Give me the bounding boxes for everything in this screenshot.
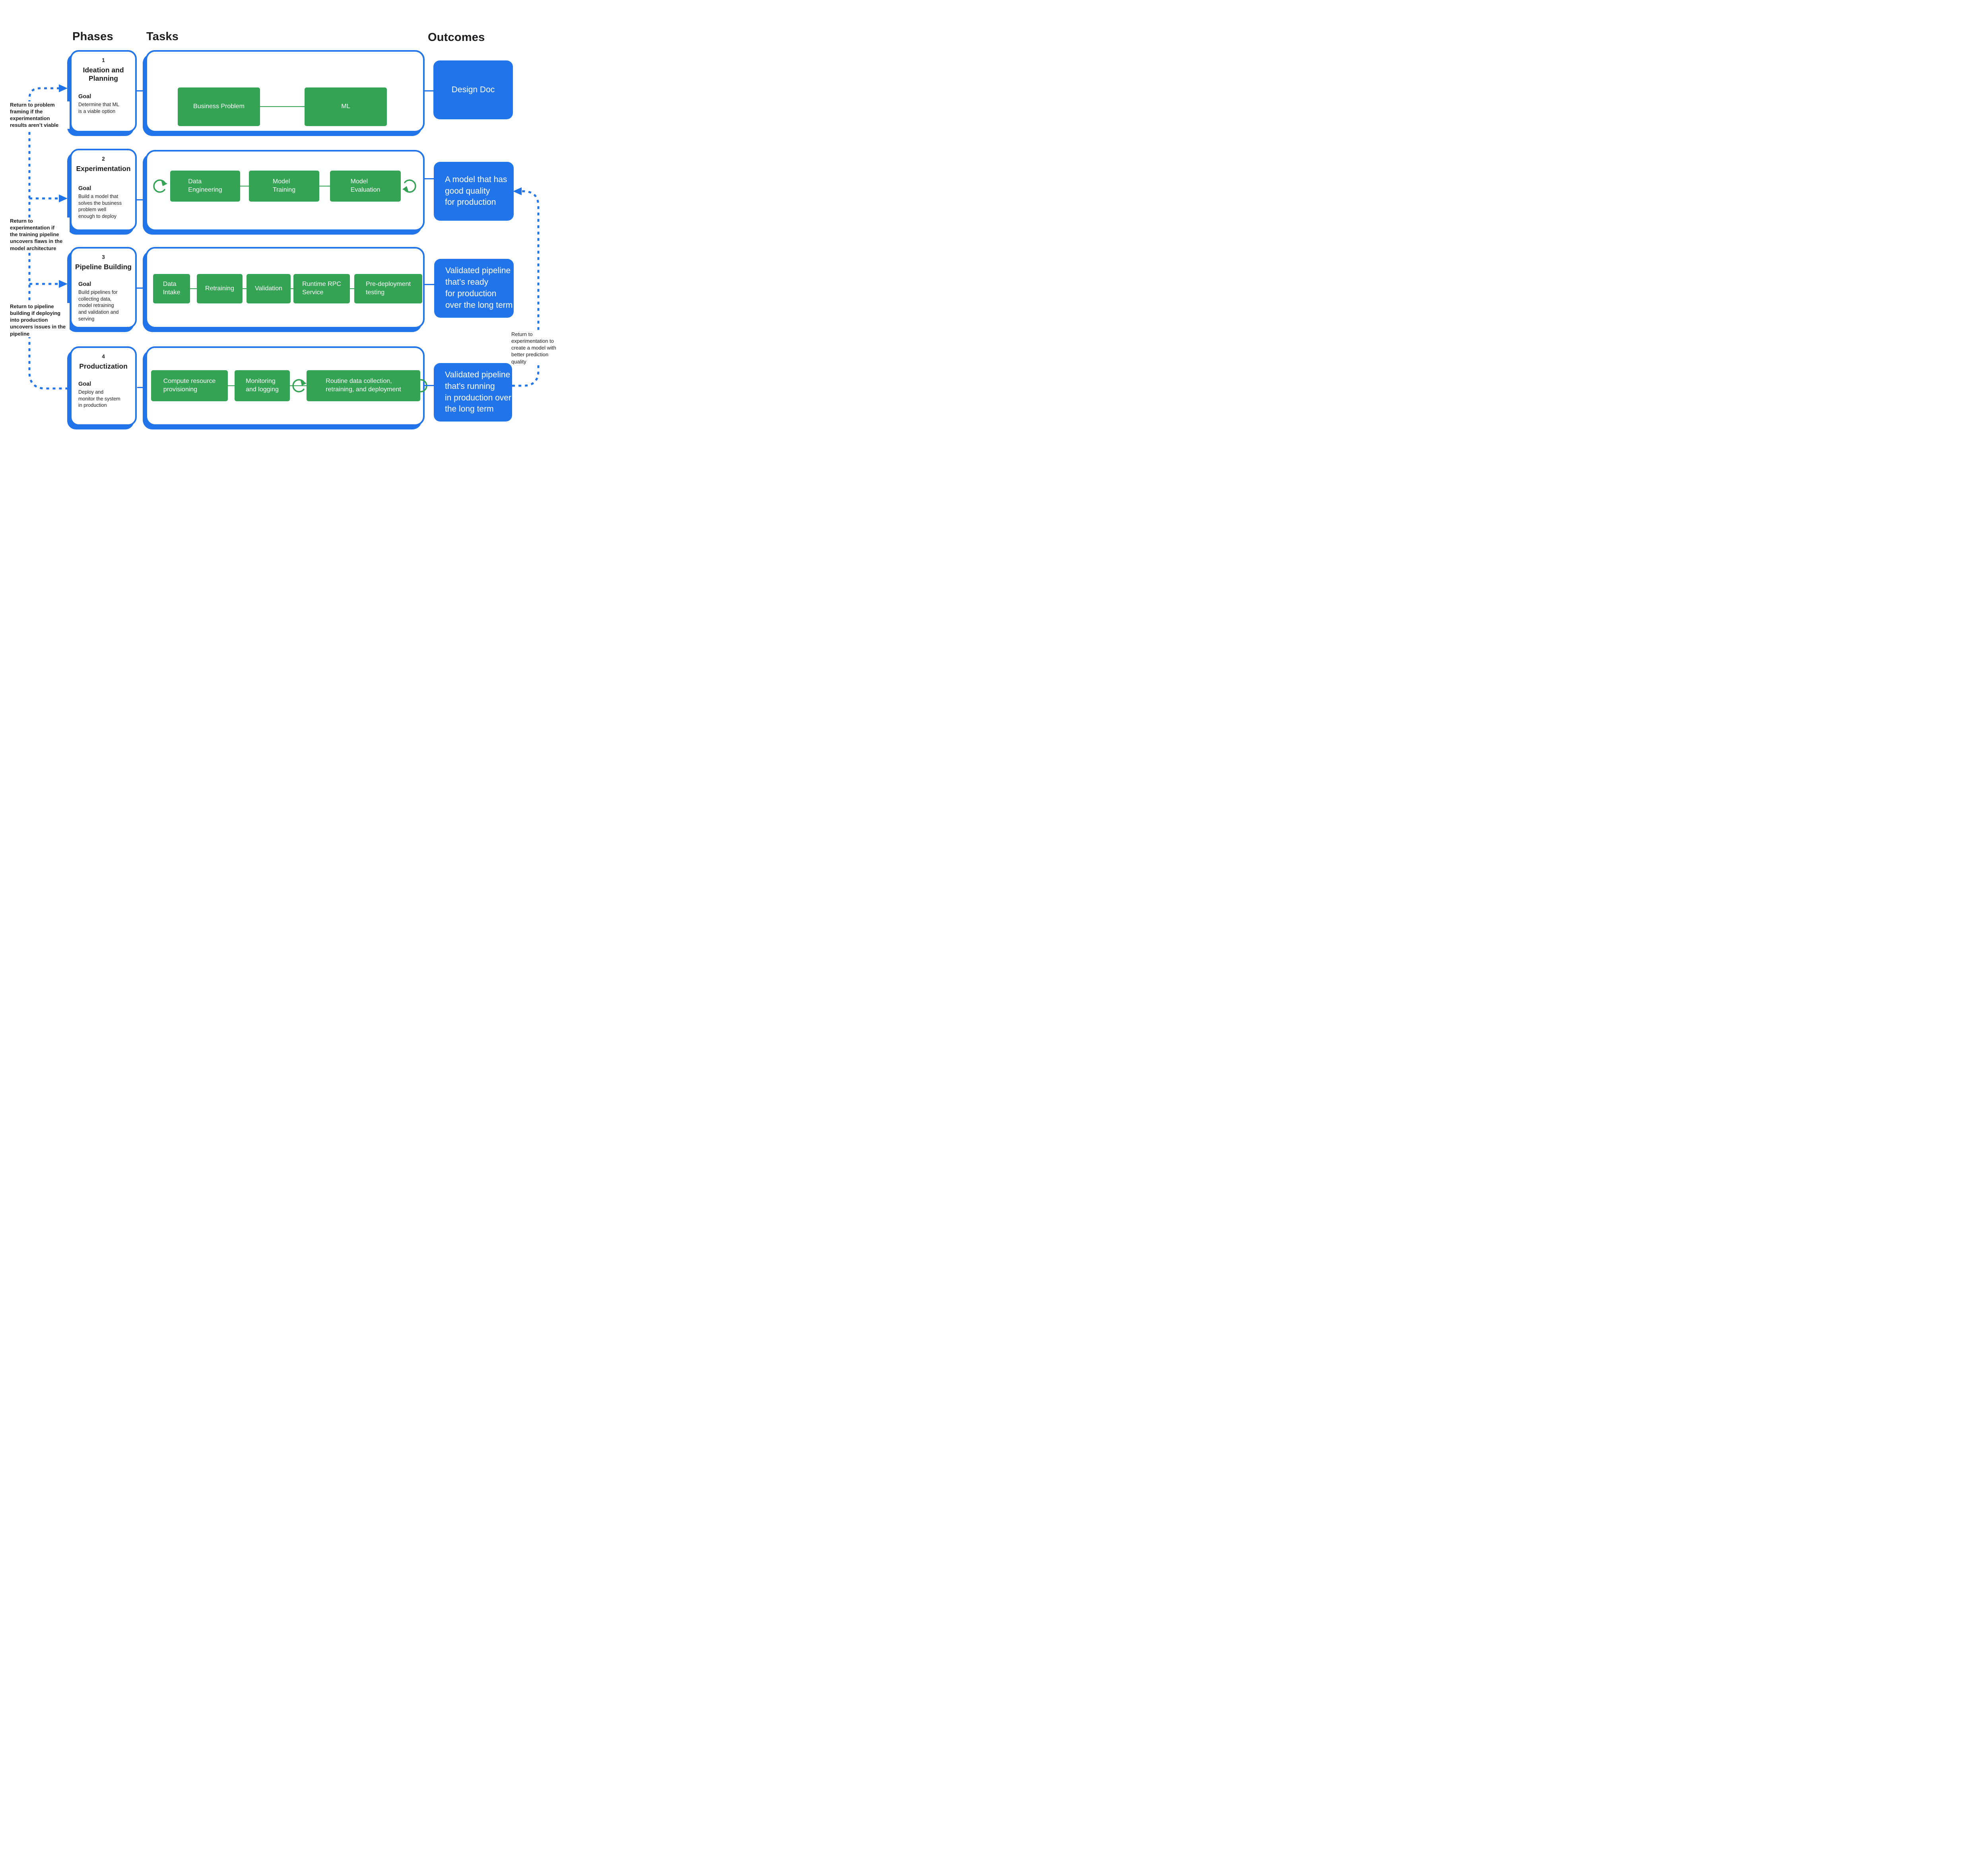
phase-title: Productization xyxy=(79,362,128,370)
outcome-validated-pipeline-running: Validated pipeline that’s running in pro… xyxy=(434,363,512,422)
connector-line xyxy=(137,199,146,200)
annotation-return-to-pipeline-building: Return to pipeline building if deploying… xyxy=(10,303,70,337)
task-label: Pre-deployment testing xyxy=(366,281,411,296)
task-label: Validation xyxy=(254,285,283,292)
phase-goal: Goal Build pipelines for collecting data… xyxy=(72,281,135,322)
outcome-label: A model that has good quality for produc… xyxy=(445,175,507,207)
connector-line xyxy=(137,90,146,91)
connector-line xyxy=(243,288,247,289)
mlops-phases-diagram: Phases Tasks Outcomes 1 Ideation and Pla… xyxy=(0,0,564,465)
goal-label: Goal xyxy=(78,281,91,288)
task-model-evaluation: Model Evaluation xyxy=(330,171,401,202)
arrowhead-icon xyxy=(59,84,68,92)
phases-column-header: Phases xyxy=(72,30,113,43)
connector-line xyxy=(137,387,146,388)
phase-goal: Goal Build a model that solves the busin… xyxy=(72,185,135,220)
task-routine-data-collection-retraining-deployment: Routine data collection, retraining, and… xyxy=(307,370,420,401)
task-data-engineering: Data Engineering xyxy=(170,171,240,202)
connector-line xyxy=(425,90,433,91)
task-label: Model Evaluation xyxy=(350,178,381,193)
goal-text: Deploy and monitor the system in product… xyxy=(78,389,120,408)
connector-line xyxy=(350,288,354,289)
annotation-return-to-problem-framing: Return to problem framing if the experim… xyxy=(10,101,70,129)
tasks-panel-pipeline-building: Data Intake Retraining Validation Runtim… xyxy=(146,247,425,328)
connector-line xyxy=(291,288,293,289)
task-runtime-rpc-service: Runtime RPC Service xyxy=(293,274,350,303)
connector-line xyxy=(290,385,307,386)
connector-line xyxy=(260,106,305,107)
arrowhead-icon xyxy=(513,187,522,195)
connector-line xyxy=(425,284,434,285)
outcome-label: Validated pipeline that’s ready for prod… xyxy=(445,266,513,310)
task-label: Monitoring and logging xyxy=(246,378,279,393)
outcomes-column-header: Outcomes xyxy=(428,31,485,44)
annotation-return-to-experimentation: Return to experimentation if the trainin… xyxy=(10,218,70,252)
tasks-panel-experimentation: Data Engineering Model Training Model Ev… xyxy=(146,150,425,231)
tasks-panel-ideation-planning: Business Problem ML xyxy=(146,50,425,132)
arrowhead-icon xyxy=(59,194,68,202)
phase-number: 3 xyxy=(102,254,105,260)
connector-line xyxy=(228,385,235,386)
arrowhead-icon xyxy=(59,280,68,288)
phase-goal: Goal Deploy and monitor the system in pr… xyxy=(72,381,135,409)
phase-card-productization: 4 Productization Goal Deploy and monitor… xyxy=(70,346,137,426)
phase-card-experimentation: 2 Experimentation Goal Build a model tha… xyxy=(70,149,137,231)
task-label: Business Problem xyxy=(193,103,245,110)
outcome-validated-pipeline-ready: Validated pipeline that’s ready for prod… xyxy=(434,259,514,318)
task-label: Model Training xyxy=(272,178,296,193)
task-label: ML xyxy=(341,103,350,110)
tasks-panel-productization: Compute resource provisioning Monitoring… xyxy=(146,346,427,426)
goal-text: Determine that ML is a viable option xyxy=(78,102,119,114)
task-label: Routine data collection, retraining, and… xyxy=(326,378,401,393)
task-label: Retraining xyxy=(205,285,234,292)
task-label: Compute resource provisioning xyxy=(163,378,216,393)
task-model-training: Model Training xyxy=(249,171,319,202)
task-business-problem: Business Problem xyxy=(178,87,260,126)
outcome-label: Design Doc xyxy=(451,85,495,94)
task-pre-deployment-testing: Pre-deployment testing xyxy=(354,274,422,303)
phase-number: 4 xyxy=(102,354,105,359)
task-label: Runtime RPC Service xyxy=(302,281,341,296)
connector-line xyxy=(425,178,434,179)
goal-label: Goal xyxy=(78,381,91,387)
outcome-design-doc: Design Doc xyxy=(433,60,513,119)
phase-title: Ideation and Planning xyxy=(83,66,124,83)
goal-text: Build pipelines for collecting data, mod… xyxy=(78,289,119,322)
outcome-quality-model: A model that has good quality for produc… xyxy=(434,162,514,221)
phase-title: Pipeline Building xyxy=(75,263,132,271)
tasks-column-header: Tasks xyxy=(146,30,179,43)
connector-line xyxy=(425,385,434,386)
connector-line xyxy=(137,288,146,289)
task-validation: Validation xyxy=(247,274,291,303)
goal-label: Goal xyxy=(78,93,91,100)
task-monitoring-and-logging: Monitoring and logging xyxy=(235,370,290,401)
phase-goal: Goal Determine that ML is a viable optio… xyxy=(72,93,135,115)
goal-text: Build a model that solves the business p… xyxy=(78,194,122,219)
phase-number: 2 xyxy=(102,156,105,162)
connector-line xyxy=(190,288,197,289)
annotation-return-to-experimentation-right: Return to experimentation to create a mo… xyxy=(511,331,564,365)
phase-card-ideation-planning: 1 Ideation and Planning Goal Determine t… xyxy=(70,50,137,132)
task-ml: ML xyxy=(305,87,387,126)
loop-arrow-icon xyxy=(292,379,307,392)
loop-arrow-icon xyxy=(153,179,167,193)
phase-title: Experimentation xyxy=(76,165,131,173)
goal-label: Goal xyxy=(78,185,91,192)
loop-arrow-icon xyxy=(402,179,416,193)
phase-card-pipeline-building: 3 Pipeline Building Goal Build pipelines… xyxy=(70,247,137,328)
task-compute-resource-provisioning: Compute resource provisioning xyxy=(151,370,228,401)
phase-number: 1 xyxy=(102,57,105,63)
outcome-label: Validated pipeline that’s running in pro… xyxy=(445,370,511,414)
task-retraining: Retraining xyxy=(197,274,243,303)
task-data-intake: Data Intake xyxy=(153,274,190,303)
task-label: Data Engineering xyxy=(188,178,222,193)
task-label: Data Intake xyxy=(163,281,181,296)
